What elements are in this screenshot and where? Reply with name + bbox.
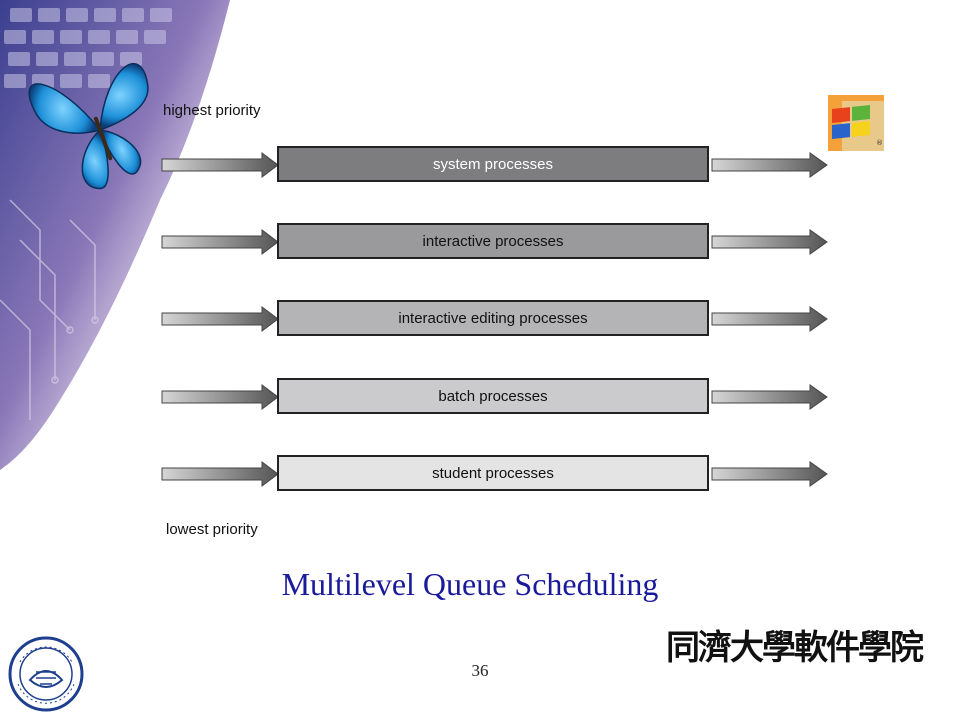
arrow-in-icon <box>161 306 279 332</box>
keyboard-background-art <box>0 0 230 470</box>
lowest-priority-label: lowest priority <box>166 521 258 538</box>
svg-text:®: ® <box>876 139 883 147</box>
queue-row-batch: batch processes <box>160 376 830 418</box>
queue-box: interactive editing processes <box>277 300 709 336</box>
windows-logo-icon: ® <box>828 95 884 151</box>
arrow-in-icon <box>161 229 279 255</box>
queue-box: system processes <box>277 146 709 182</box>
queue-row-interactive-editing: interactive editing processes <box>160 298 830 340</box>
arrow-out-icon <box>711 384 828 410</box>
queue-box: interactive processes <box>277 223 709 259</box>
queue-row-system: system processes <box>160 144 830 186</box>
arrow-out-icon <box>711 152 828 178</box>
queue-box: student processes <box>277 455 709 491</box>
queue-box: batch processes <box>277 378 709 414</box>
arrow-out-icon <box>711 306 828 332</box>
university-seal-icon <box>8 636 84 712</box>
school-name-logo: 同濟大學軟件學院 <box>666 628 924 668</box>
highest-priority-label: highest priority <box>163 102 261 119</box>
arrow-in-icon <box>161 461 279 487</box>
slide-title: Multilevel Queue Scheduling <box>281 566 659 602</box>
arrow-out-icon <box>711 461 828 487</box>
queue-row-student: student processes <box>160 453 830 495</box>
butterfly-icon <box>28 63 149 190</box>
arrow-in-icon <box>161 384 279 410</box>
arrow-in-icon <box>161 152 279 178</box>
arrow-out-icon <box>711 229 828 255</box>
page-number: 36 <box>471 661 489 680</box>
queue-row-interactive: interactive processes <box>160 221 830 263</box>
